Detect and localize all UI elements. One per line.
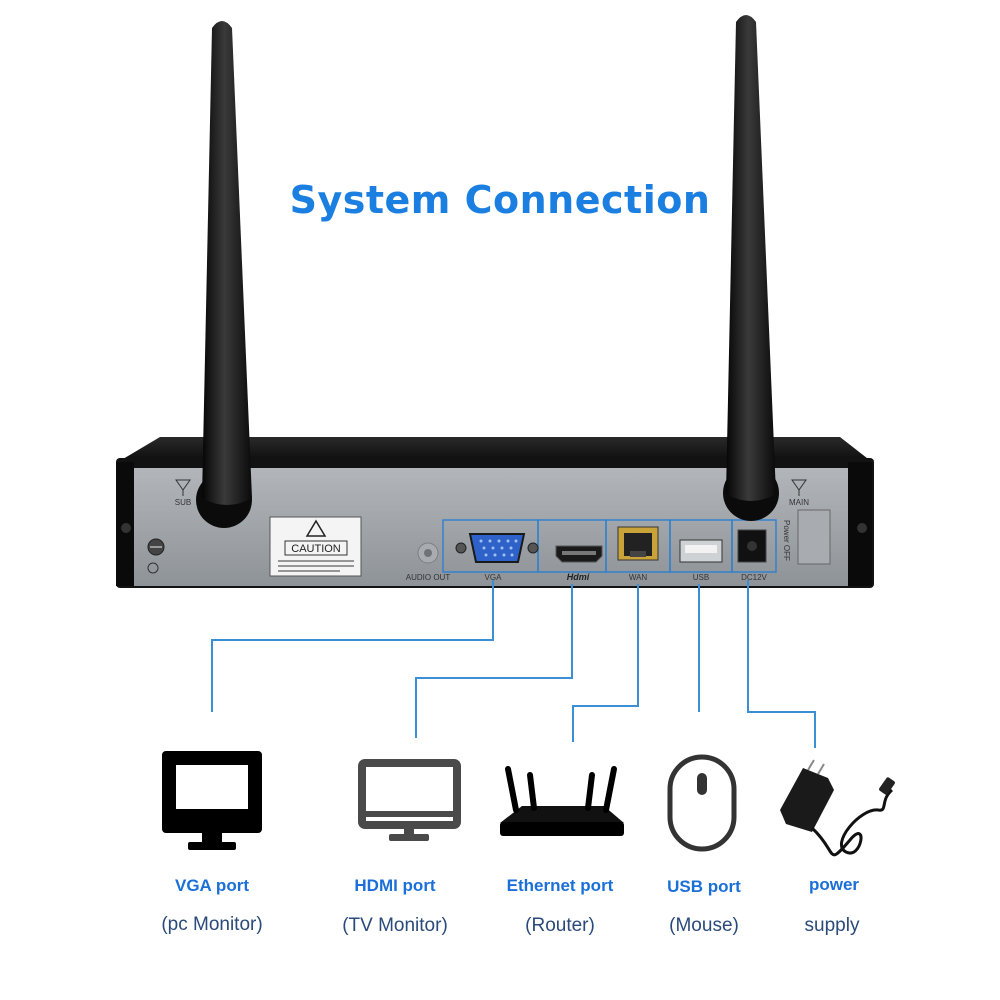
main-label: MAIN xyxy=(789,498,809,507)
vga-port xyxy=(455,533,539,563)
audio-out-label: AUDIO OUT xyxy=(406,573,451,582)
connection-lines xyxy=(211,580,816,748)
usb-label: USB xyxy=(693,573,709,582)
right-antenna xyxy=(726,15,776,501)
dc-label: DC12V xyxy=(741,573,767,582)
router-icon xyxy=(500,766,624,836)
hdmi-label: Hdmi xyxy=(567,572,590,582)
audio-out-port xyxy=(417,542,439,564)
vga-label: VGA xyxy=(485,573,503,582)
ethernet-port-label: Ethernet port xyxy=(506,876,614,895)
usb-port xyxy=(679,539,723,563)
tv-monitor-label: (TV Monitor) xyxy=(342,915,448,936)
dc-port xyxy=(737,529,767,563)
sub-label: SUB xyxy=(175,498,191,507)
wan-port xyxy=(617,526,659,561)
power-adapter-icon xyxy=(780,759,895,857)
mouse-icon xyxy=(667,754,737,852)
port-highlight-boxes xyxy=(442,519,777,573)
power-label: power xyxy=(808,875,860,894)
hdmi-port xyxy=(555,545,603,563)
caution-sticker: CAUTION xyxy=(269,516,362,577)
ground-screw-icon xyxy=(147,538,165,574)
mouse-label: (Mouse) xyxy=(669,915,739,936)
supply-label: supply xyxy=(804,915,860,936)
antenna-symbol-icon xyxy=(175,479,807,496)
hdmi-port-label: HDMI port xyxy=(354,876,436,895)
power-switch-label: Power OFF xyxy=(782,520,791,561)
left-antenna xyxy=(202,21,252,505)
usb-port-label: USB port xyxy=(667,877,741,896)
page-title: System Connection xyxy=(289,178,711,222)
caution-label: CAUTION xyxy=(291,543,341,555)
vga-port-label: VGA port xyxy=(175,876,249,895)
tv-monitor-icon xyxy=(358,759,461,841)
wan-label: WAN xyxy=(629,573,648,582)
pc-monitor-label: (pc Monitor) xyxy=(161,914,263,935)
rating-sticker xyxy=(797,509,831,565)
monitor-icon xyxy=(162,751,262,850)
router-label: (Router) xyxy=(525,915,595,936)
